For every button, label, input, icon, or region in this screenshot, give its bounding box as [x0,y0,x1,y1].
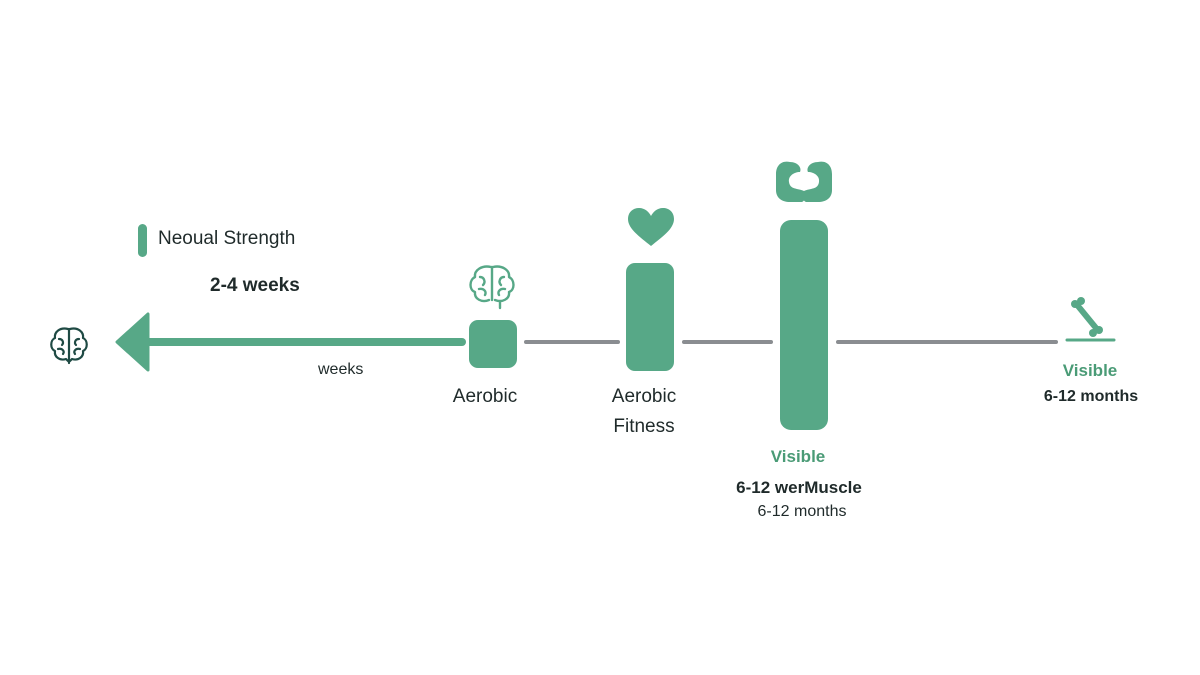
heart-icon [628,208,674,246]
fitness-label-line2: Fitness [613,416,675,437]
legend-swatch [138,224,147,257]
fitness-label: Aerobic Fitness [612,382,676,442]
legend-label: Neoual Strength [158,228,296,249]
muscle-line2: 6-12 werMuscle [736,478,862,497]
fitness-bar [626,263,674,371]
muscle-line3: 6-12 months [757,503,847,520]
arrow-label: weeks [318,361,364,378]
muscle-bar [780,220,828,430]
aerobic-bar [469,320,517,368]
flexed-arms-icon [776,161,832,202]
brain-icon [50,327,88,365]
legend-duration: 2-4 weeks [210,275,300,296]
muscle-accent-label: Visible [770,447,826,466]
brain-icon [469,265,515,310]
aerobic-label: Aerobic [452,386,518,407]
fitness-label-line1: Aerobic [611,386,677,407]
bone-icon [1065,297,1116,342]
bone-accent-label: Visible [1062,361,1118,380]
bone-duration: 6-12 months [1043,388,1139,405]
left-arrow [115,312,466,372]
